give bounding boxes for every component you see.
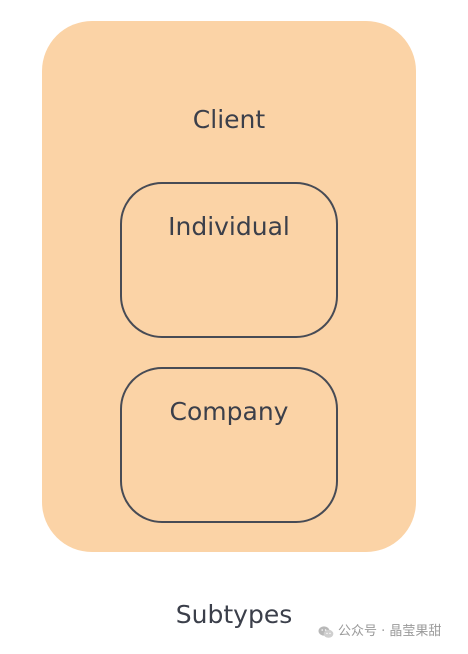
company-subtype-box: Company xyxy=(120,367,338,523)
company-label: Company xyxy=(169,397,289,426)
individual-subtype-box: Individual xyxy=(120,182,338,338)
wechat-icon xyxy=(318,625,334,639)
diagram-caption: Subtypes xyxy=(175,600,293,629)
watermark-text: 公众号 · 晶莹果甜 xyxy=(338,624,442,639)
watermark: 公众号 · 晶莹果甜 xyxy=(318,624,441,640)
individual-label: Individual xyxy=(168,212,290,241)
client-supertype-box: Client Individual Company xyxy=(42,21,416,552)
client-label: Client xyxy=(192,105,266,134)
